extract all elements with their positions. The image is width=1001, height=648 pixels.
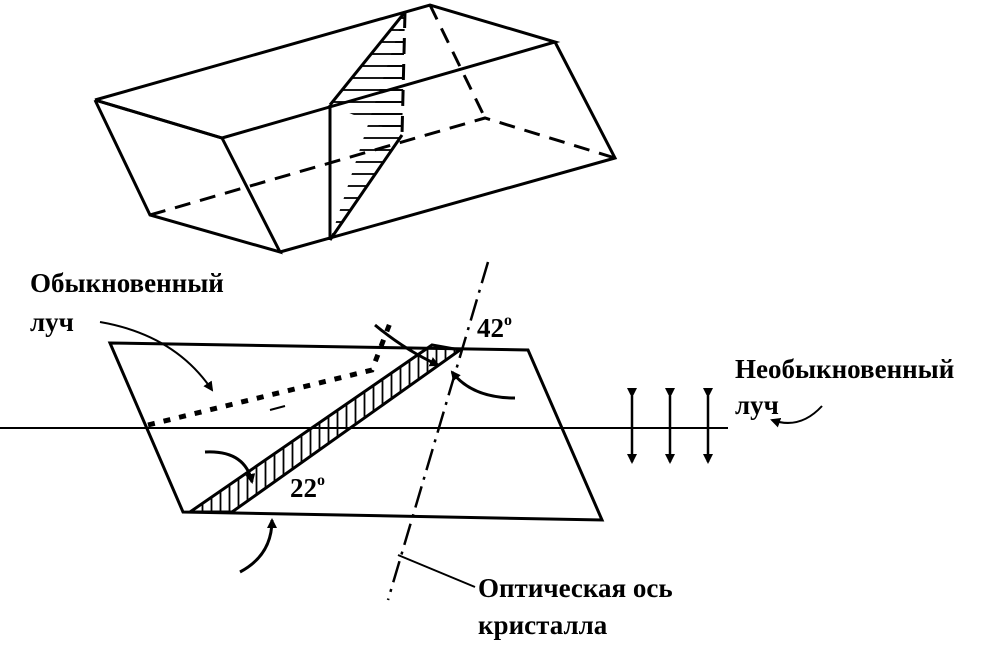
ordinary-ray-leader xyxy=(99,321,214,392)
optic-axis-line xyxy=(386,261,490,601)
optic-axis-label-2: кристалла xyxy=(478,610,608,640)
optic-axis-label-1: Оптическая ось xyxy=(478,573,673,603)
angle-42-degree: o xyxy=(504,312,512,329)
angle-22-arc-left xyxy=(204,450,256,484)
angle-22-value: 22 xyxy=(290,473,317,503)
ordinary-ray-label-2: луч xyxy=(30,307,74,337)
angle-42-value: 42 xyxy=(477,313,504,343)
section-edge-diag xyxy=(328,134,404,241)
prism-front-face xyxy=(93,98,283,255)
angle-22-arc-bottom xyxy=(239,518,277,574)
prism-parallelogram xyxy=(107,341,605,522)
prism-side-face xyxy=(279,41,618,254)
section-edge-front xyxy=(328,11,407,106)
angle-22-degree: o xyxy=(317,472,325,489)
angle-22-label: 22o xyxy=(290,472,325,503)
angle-42-arc-top xyxy=(374,323,440,367)
ordinary-ray-tick xyxy=(269,405,286,411)
prism-hidden-edges xyxy=(149,116,616,217)
angle-42-label: 42o xyxy=(477,312,512,343)
extraordinary-ray-leader xyxy=(770,405,823,428)
prism-3d-view xyxy=(93,3,618,255)
ordinary-ray-path xyxy=(147,322,393,428)
angle-42-arc-right xyxy=(450,370,516,400)
extraordinary-ray-label-2: луч xyxy=(735,390,779,420)
ordinary-ray-label-1: Обыкновенный xyxy=(30,268,224,298)
extraordinary-ray-label-1: Необыкновенный xyxy=(735,354,954,384)
section-edge-back xyxy=(400,11,407,136)
section-hatch-upper xyxy=(330,12,405,135)
prism-hidden-vertical xyxy=(428,4,487,119)
polarization-arrows xyxy=(627,388,713,464)
prism-cross-section xyxy=(0,261,823,601)
optic-axis-leader xyxy=(397,554,476,588)
